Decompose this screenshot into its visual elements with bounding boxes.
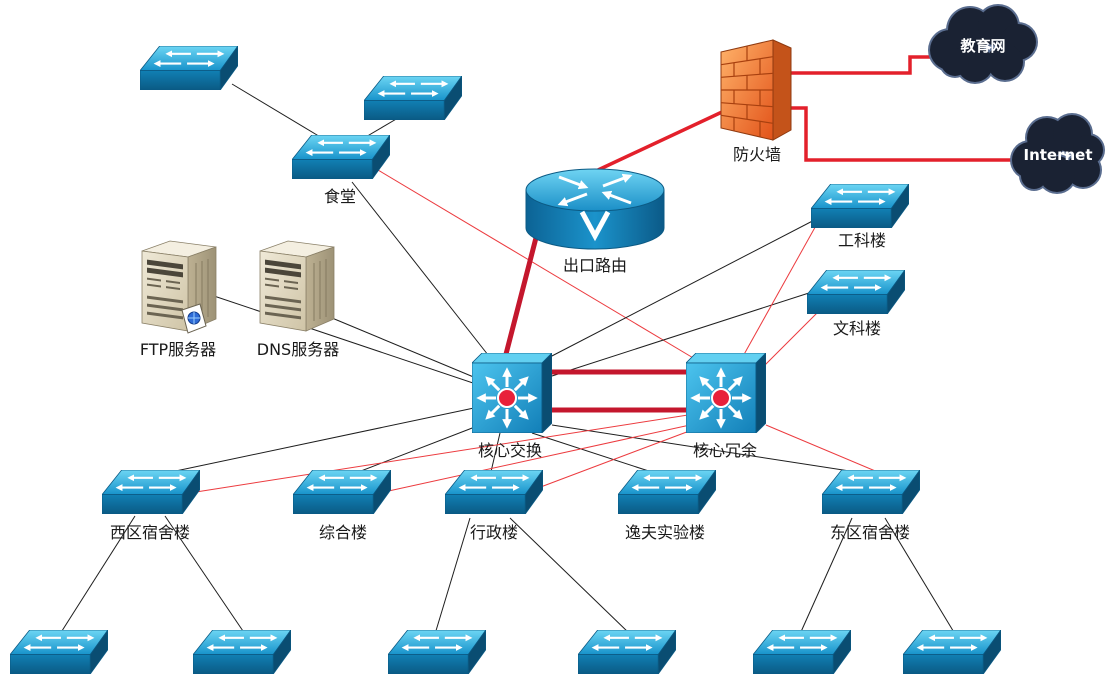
liberal-arts-label: 文科楼 — [833, 319, 881, 338]
switch-icon — [10, 630, 108, 674]
east-dorm-label: 东区宿舍楼 — [830, 523, 910, 542]
link-east-dorm-to-access-1 — [799, 517, 853, 635]
switch-icon — [578, 630, 676, 674]
ftp-server-label: FTP服务器 — [140, 340, 216, 359]
ftp-server-icon — [141, 240, 217, 332]
link-core-to-yifu-lab — [531, 432, 665, 477]
yifu-lab-label: 逸夫实验楼 — [625, 523, 705, 542]
west-dorm-switch-icon — [102, 470, 200, 514]
links — [59, 55, 1022, 635]
canteen-label: 食堂 — [324, 187, 356, 206]
link-core-to-east-dorm — [551, 424, 883, 477]
link-router-to-core — [502, 227, 541, 361]
east-dorm-switch-icon — [822, 470, 920, 514]
redundant-core-switch-icon — [686, 353, 766, 433]
internet-label: Internet — [1023, 146, 1092, 164]
link-admin-to-access-2 — [509, 517, 631, 635]
west-dorm-label: 西区宿舍楼 — [110, 523, 190, 542]
yifu-lab-switch-icon — [618, 470, 716, 514]
edu-network-label: 教育网 — [959, 37, 1005, 55]
canteen-switch-icon — [292, 135, 390, 179]
switch-icon — [388, 630, 486, 674]
core-switch-label: 核心交换 — [478, 441, 542, 460]
link-firewall-to-edu-network — [790, 55, 945, 75]
link-core-to-liberal-arts — [551, 291, 813, 377]
link-core-to-engineering — [547, 213, 827, 359]
link-firewall-to-internet — [790, 106, 1022, 162]
link-west-dorm-to-access-2 — [164, 515, 246, 635]
link-ftp-to-core — [207, 293, 477, 385]
link-admin-to-access-1 — [434, 517, 471, 635]
link-router-to-firewall — [597, 110, 723, 172]
link-redundant-to-engineering — [741, 221, 819, 359]
link-canteen-to-redundant — [377, 169, 701, 363]
engineering-label: 工科楼 — [838, 231, 886, 250]
switch-icon — [140, 46, 238, 90]
link-core-to-general — [347, 424, 481, 477]
general-building-switch-icon — [293, 470, 391, 514]
admin-building-switch-icon — [445, 470, 543, 514]
switch-icon — [903, 630, 1001, 674]
link-canteen-to-core — [351, 181, 493, 361]
firewall-label: 防火墙 — [733, 145, 781, 164]
link-west-dorm-to-access-1 — [59, 515, 136, 635]
firewall-icon — [720, 39, 792, 141]
switch-icon — [753, 630, 851, 674]
router-icon — [526, 169, 664, 249]
link-dns-to-core — [331, 317, 477, 379]
link-redundant-to-general — [383, 424, 691, 493]
engineering-switch-icon — [811, 184, 909, 228]
redundant-core-label: 核心冗余 — [693, 441, 757, 460]
admin-building-label: 行政楼 — [470, 523, 518, 542]
link-redundant-to-west-dorm — [195, 414, 689, 493]
labels: 防火墙 出口路由 食堂 工科楼 文科楼 FTP服务器 DNS服务器 核心交换 核… — [110, 145, 910, 542]
link-east-dorm-to-access-2 — [884, 517, 956, 635]
router-label: 出口路由 — [563, 256, 627, 275]
link-redundant-to-admin — [537, 429, 693, 489]
dns-server-icon — [259, 240, 335, 332]
dns-server-label: DNS服务器 — [257, 340, 339, 359]
switch-icon — [193, 630, 291, 674]
link-top-switch-1-to-canteen — [231, 83, 323, 139]
globe-icon — [181, 303, 207, 334]
link-redundant-to-east-dorm — [765, 424, 893, 479]
liberal-arts-switch-icon — [807, 270, 905, 314]
switch-icon — [364, 76, 462, 120]
link-top-switch-2-to-canteen — [363, 117, 399, 139]
internet-cloud-icon: Internet — [1010, 113, 1105, 194]
edu-network-cloud-icon: 教育网 — [928, 4, 1038, 84]
core-switch-icon — [472, 353, 552, 433]
link-core-to-west-dorm — [151, 407, 475, 477]
general-building-label: 综合楼 — [319, 523, 367, 542]
link-redundant-to-liberal-arts — [761, 311, 819, 369]
